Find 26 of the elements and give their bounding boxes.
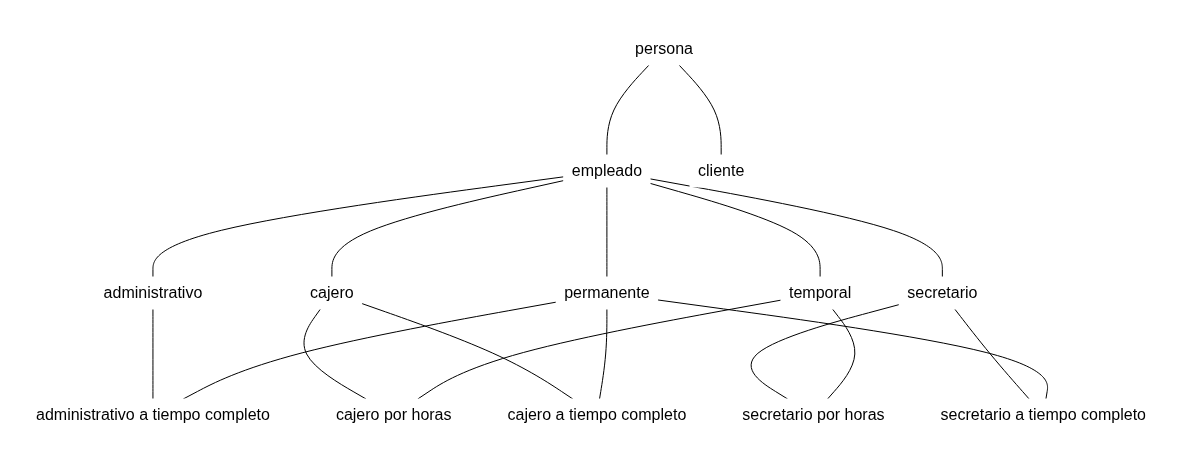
connector: [750, 303, 900, 399]
node-text: cliente: [698, 161, 745, 179]
node-text: empleado: [571, 161, 643, 179]
node-text: temporal: [788, 283, 852, 301]
connector: [152, 175, 565, 277]
node-text: cajero: [310, 283, 354, 301]
node-text: secretario a tiempo completo: [940, 405, 1146, 423]
connector: [606, 64, 650, 155]
node-text: persona: [635, 39, 693, 57]
node-text: secretario: [907, 283, 978, 301]
connector: [417, 299, 782, 399]
connector: [361, 302, 574, 399]
node-text: cajero por horas: [335, 405, 452, 423]
connector: [678, 64, 722, 155]
node-text: secretario por horas: [742, 405, 885, 423]
node-text: cajero a tiempo completo: [507, 405, 687, 423]
connector: [657, 298, 1049, 399]
node-text: permanente: [564, 283, 650, 301]
connector: [649, 177, 943, 277]
connector: [649, 182, 821, 277]
node-text: administrativo: [103, 283, 203, 301]
connector: [954, 308, 1030, 399]
node-text: administrativo a tiempo completo: [35, 405, 270, 423]
connector: [331, 179, 565, 277]
connector: [599, 308, 608, 399]
connector: [827, 308, 856, 399]
